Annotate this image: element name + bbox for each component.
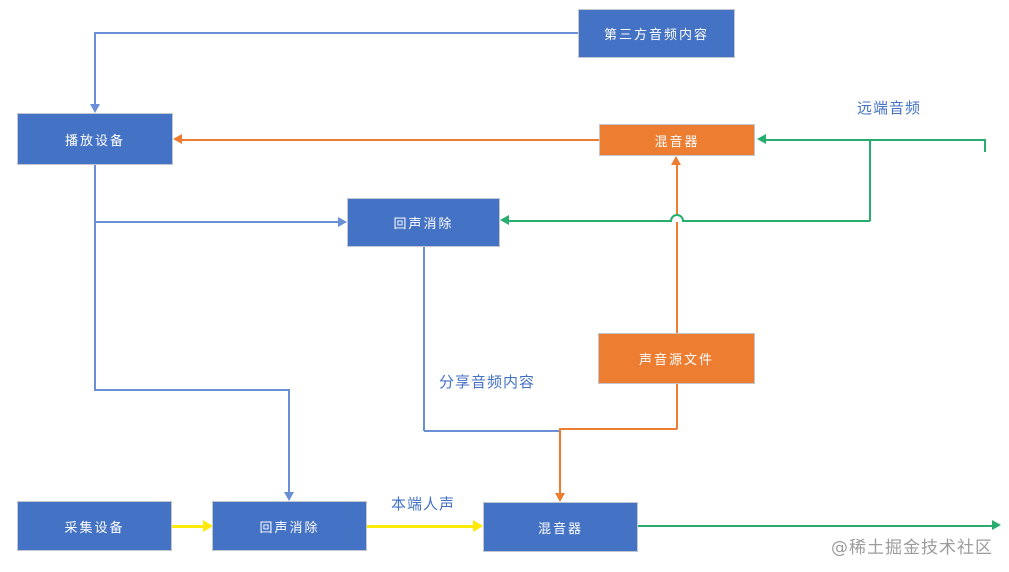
node-sound-source-file: 声音源文件 — [598, 333, 755, 384]
connector-mixertop-playback-h — [182, 139, 599, 141]
node-echo-cancel-bottom: 回声消除 — [212, 501, 367, 551]
arrowhead-left-into-playback-icon — [173, 134, 182, 144]
connector-junction-mixerbottom-v — [559, 428, 561, 493]
connector-playback-echomid-h — [95, 221, 338, 223]
connector-echomid-junction-h — [424, 430, 561, 432]
node-playback-device: 播放设备 — [17, 113, 173, 165]
arrowhead-down-into-playback-icon — [90, 104, 100, 113]
connector-playback-echobottom-h — [95, 389, 290, 391]
connector-mixerbottom-output-h — [638, 525, 992, 527]
label-local-voice: 本端人声 — [391, 495, 456, 513]
connector-playback-down-v — [94, 165, 96, 391]
label-remote-audio: 远端音频 — [857, 99, 922, 117]
connector-thirdparty-playback-v — [94, 32, 96, 104]
connector-remote-mixertop-h — [766, 139, 986, 141]
arrowhead-right-into-echobottom-icon — [203, 520, 213, 532]
arrowhead-right-output-icon — [992, 520, 1001, 530]
connector-remote-echomid-h1 — [509, 220, 670, 222]
connector-playback-echobottom-v — [288, 389, 290, 492]
arrowhead-left-into-mixertop-icon — [757, 134, 766, 144]
arrowhead-down-into-mixerbottom-icon — [555, 493, 565, 502]
line-hop-arc — [670, 214, 684, 222]
node-mixer-top: 混音器 — [599, 124, 755, 156]
connector-remote-branch-v — [869, 139, 871, 221]
connector-capture-echobottom-h — [172, 525, 205, 528]
connector-thirdparty-playback-h — [95, 32, 578, 34]
connector-source-down-v — [676, 384, 678, 429]
connector-echomid-down-v — [423, 247, 425, 431]
arrowhead-up-into-mixertop-icon — [671, 156, 681, 165]
connector-source-mixertop-v — [676, 165, 678, 333]
node-echo-cancel-mid: 回声消除 — [347, 198, 500, 247]
connector-source-junction-h — [560, 428, 677, 430]
arrowhead-left-into-echomid-icon — [500, 215, 509, 225]
connector-remote-echomid-h2 — [684, 220, 870, 222]
arrowhead-down-into-echobottom-icon — [284, 492, 294, 501]
connector-remote-stub-v — [984, 139, 986, 152]
label-share-audio-content: 分享音频内容 — [439, 373, 536, 391]
node-mixer-bottom: 混音器 — [483, 502, 638, 552]
arrowhead-right-into-echomid-icon — [338, 217, 347, 227]
watermark-juejin-community: @稀土掘金技术社区 — [831, 538, 993, 558]
node-third-party-audio: 第三方音频内容 — [578, 9, 735, 58]
connector-echobottom-mixerbottom-h — [367, 525, 474, 528]
arrowhead-right-into-mixerbottom-icon — [473, 520, 483, 532]
node-capture-device: 采集设备 — [17, 501, 172, 551]
